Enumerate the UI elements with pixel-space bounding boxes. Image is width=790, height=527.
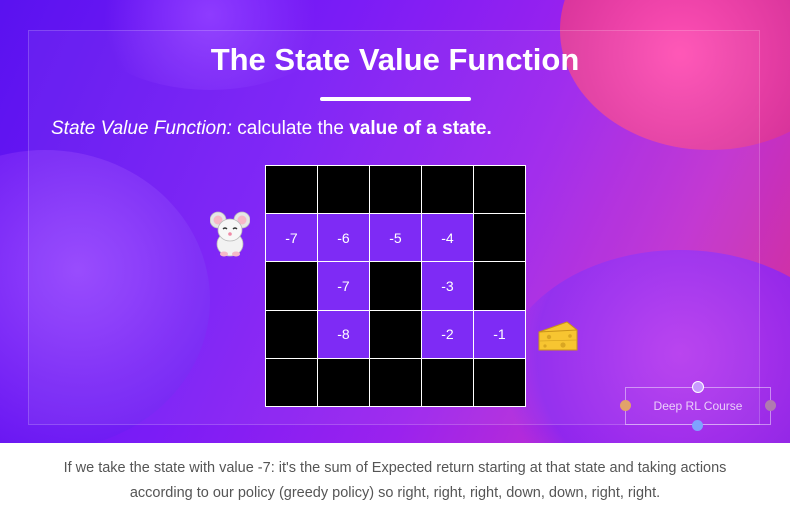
grid-cell-wall xyxy=(370,358,421,406)
grid-cell-state: -4 xyxy=(422,214,473,262)
grid-cell-state: -2 xyxy=(422,310,473,358)
mouse-icon xyxy=(209,210,251,263)
grid-cell-wall xyxy=(318,166,369,214)
caption-line: according to our policy (greedy policy) … xyxy=(129,485,661,501)
caption-line: If we take the state with value -7: it's… xyxy=(63,460,727,476)
grid-cell-wall xyxy=(370,262,421,310)
grid-cell-wall xyxy=(474,358,525,406)
course-badge: Deep RL Course xyxy=(620,381,776,431)
grid-cell-wall xyxy=(318,358,369,406)
badge-emoji-icon xyxy=(692,381,704,393)
image-caption: If we take the state with value -7: it's… xyxy=(0,456,790,506)
grid-cell-wall xyxy=(266,262,317,310)
grid-cell-state: -7 xyxy=(318,262,369,310)
badge-emoji-icon xyxy=(692,420,703,431)
grid-world: -7-6-5-4 -7 -3 -8 -2-1 xyxy=(265,165,526,407)
cheese-icon xyxy=(537,318,579,359)
subtitle-text: calculate the xyxy=(231,118,350,139)
grid-cell-wall xyxy=(370,310,421,358)
title-underline xyxy=(320,97,471,101)
grid-cell-wall xyxy=(266,310,317,358)
grid-cell-state: -6 xyxy=(318,214,369,262)
grid-cell-wall xyxy=(266,358,317,406)
grid-cell-wall xyxy=(474,166,525,214)
grid-cell-wall xyxy=(370,166,421,214)
slide-subtitle: State Value Function: calculate the valu… xyxy=(51,118,492,140)
badge-emoji-icon xyxy=(765,400,776,411)
slide-image: The State Value Function State Value Fun… xyxy=(0,0,790,443)
badge-emoji-icon xyxy=(620,400,631,411)
subtitle-italic: State Value Function: xyxy=(51,118,232,139)
grid-cell-wall xyxy=(422,358,473,406)
grid-cell-state: -8 xyxy=(318,310,369,358)
subtitle-bold: value of a state. xyxy=(349,118,492,139)
grid-cell-state: -5 xyxy=(370,214,421,262)
grid-cell-wall xyxy=(266,166,317,214)
slide-title: The State Value Function xyxy=(210,42,580,77)
grid-cell-state: -1 xyxy=(474,310,525,358)
badge-label: Deep RL Course xyxy=(653,399,743,413)
grid-cell-state: -7 xyxy=(266,214,317,262)
grid-cell-wall xyxy=(422,166,473,214)
grid-cell-wall xyxy=(474,214,525,262)
grid-cell-wall xyxy=(474,262,525,310)
grid-cell-state: -3 xyxy=(422,262,473,310)
